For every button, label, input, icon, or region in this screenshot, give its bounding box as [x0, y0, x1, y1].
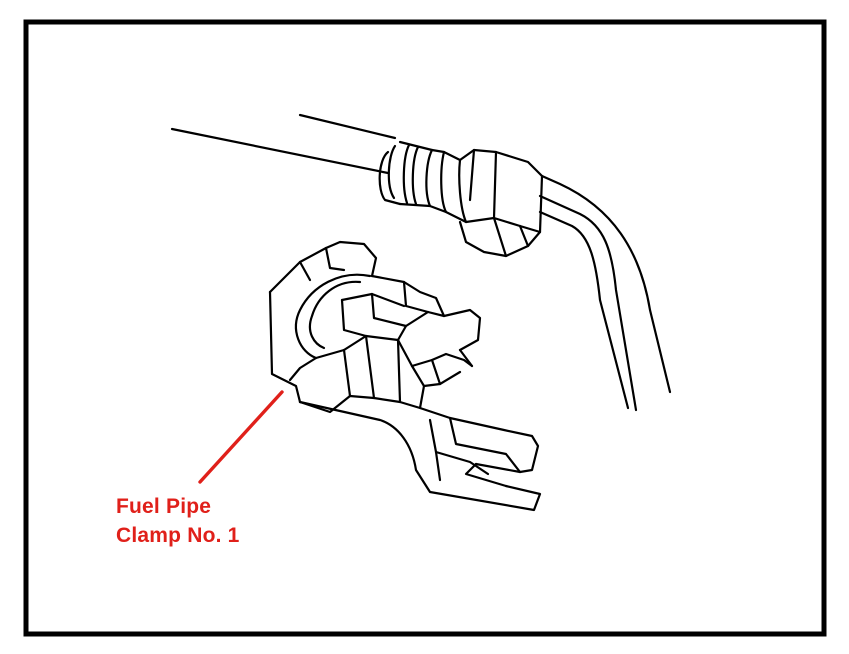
callout-line-1: Fuel Pipe: [116, 495, 212, 518]
part-callout-label: Fuel Pipe Clamp No. 1: [116, 492, 240, 550]
callout-line-2: Clamp No. 1: [116, 524, 240, 547]
fuel-pipe-clamp: [268, 240, 542, 512]
diagram-border: [23, 19, 827, 637]
fuel-pipe: [170, 113, 672, 412]
callout-leader-line: [198, 390, 284, 484]
